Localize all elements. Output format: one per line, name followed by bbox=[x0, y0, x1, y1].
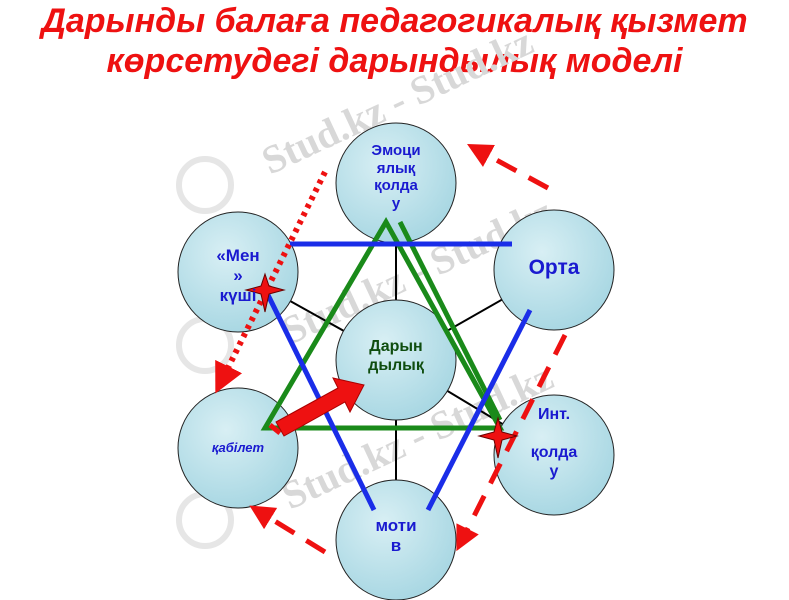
arrow-icon bbox=[268, 377, 365, 437]
title-line-1: Дарынды балаға педагогикалық қызмет bbox=[41, 2, 748, 40]
node-top-label: Эмоци ялық қолда у bbox=[371, 142, 421, 213]
green-triangle-edge bbox=[397, 220, 503, 422]
node-bottom-left-label: қабілет bbox=[211, 440, 265, 455]
node-bottom-right-label: Инт. қолда у bbox=[530, 406, 578, 480]
star-icon bbox=[477, 416, 519, 459]
node-right-label: Орта bbox=[528, 256, 580, 279]
dotted-arrow bbox=[215, 170, 328, 394]
node-bottom-circle bbox=[335, 479, 457, 600]
dashed-arrows bbox=[249, 144, 568, 555]
node-right-circle bbox=[493, 209, 615, 331]
node-bottom-right-circle bbox=[493, 394, 615, 516]
green-triangle bbox=[260, 216, 505, 431]
star-icon bbox=[244, 272, 286, 313]
node-bottom-label: моти в bbox=[375, 516, 417, 556]
title-line-2: көрсетудегі дарындылық моделі bbox=[106, 42, 683, 80]
node-left-label: «Мен » күші bbox=[216, 246, 260, 306]
watermark-logos bbox=[176, 156, 234, 549]
node-center-label: Дарын дылық bbox=[368, 338, 424, 374]
node-left-circle bbox=[177, 211, 299, 333]
node-center-circle bbox=[335, 299, 457, 421]
